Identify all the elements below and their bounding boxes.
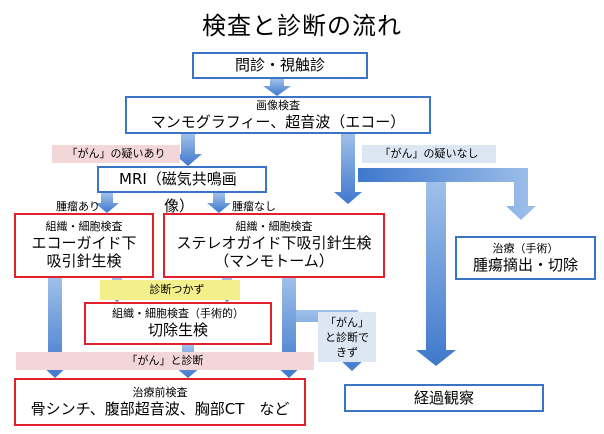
- label-no-suspect-cancer: 「がん」の疑いなし: [362, 145, 496, 163]
- label-tumor-no: 腫瘤なし: [232, 200, 276, 213]
- arrow-echo-pretreatment: [40, 278, 70, 378]
- node-echo-biopsy-caption: 組織・細胞検査: [45, 219, 123, 233]
- node-surgical-biopsy: 組織・細胞検査（手術的） 切除生検: [84, 302, 272, 345]
- arrow-imaging-stereo: [334, 134, 362, 204]
- arrow-imaging-mri: [174, 134, 202, 166]
- node-treatment: 治療（手術） 腫瘍摘出・切除: [455, 236, 596, 280]
- node-pretreatment: 治療前検査 骨シンチ、腹部超音波、胸部CT など: [14, 378, 306, 426]
- label-cannot-diagnose-line-1: 「がん」: [325, 316, 369, 329]
- arrow-mri-echo: [95, 193, 119, 213]
- label-cannot-diagnose-line-3: きず: [336, 346, 358, 359]
- label-suspect-cancer: 「がん」の疑いあり: [52, 145, 180, 163]
- label-cannot-diagnose: 「がん」 と診断で きず: [318, 312, 376, 362]
- node-stereo-biopsy-caption: 組織・細胞検査: [235, 219, 313, 233]
- arrow-no-suspicion-branch: [358, 168, 536, 220]
- node-mri-line-2: 像）: [164, 197, 195, 215]
- page-title: 検査と診断の流れ: [202, 12, 402, 40]
- node-surgical-biopsy-label: 切除生検: [147, 321, 208, 339]
- label-undiagnosed: 診断つかず: [100, 280, 240, 300]
- label-cannot-diagnose-line-2: と診断で: [325, 331, 369, 344]
- label-tumor-yes: 腫瘤あり: [56, 200, 100, 213]
- node-echo-biopsy: 組織・細胞検査 エコーガイド下 吸引針生検: [14, 213, 154, 278]
- node-observation: 経過観察: [344, 384, 544, 412]
- arrow-no-suspicion-down: [416, 182, 456, 366]
- arrow-stereo-pretreatment: [274, 278, 304, 378]
- arrow-mri-stereo: [207, 193, 231, 213]
- node-treatment-caption: 治療（手術）: [492, 241, 559, 255]
- node-echo-biopsy-line-2: 吸引針生検: [46, 252, 122, 271]
- node-imaging-label: マンモグラフィー、超音波（エコー）: [150, 112, 406, 131]
- node-pretreatment-caption: 治療前検査: [132, 385, 188, 399]
- node-interview: 問診・視触診: [192, 52, 368, 79]
- node-echo-biopsy-line-1: エコーガイド下: [31, 233, 137, 252]
- node-mri: MRI（磁気共鳴画: [97, 166, 267, 193]
- node-stereo-biopsy-line-2: （マンモトーム）: [214, 252, 334, 271]
- node-stereo-biopsy: 組織・細胞検査 ステレオガイド下吸引針生検 （マンモトーム）: [163, 213, 385, 278]
- node-treatment-label: 腫瘍摘出・切除: [472, 255, 578, 274]
- node-pretreatment-label: 骨シンチ、腹部超音波、胸部CT など: [30, 399, 290, 418]
- node-surgical-biopsy-caption: 組織・細胞検査（手術的）: [112, 307, 244, 321]
- node-stereo-biopsy-line-1: ステレオガイド下吸引針生検: [176, 233, 372, 252]
- node-imaging: 画像検査 マンモグラフィー、超音波（エコー）: [125, 96, 431, 134]
- arrow-interview-imaging: [263, 79, 291, 96]
- node-mri-line-1: MRI（磁気共鳴画: [119, 170, 237, 189]
- label-diagnosed-cancer: 「がん」と診断: [16, 352, 314, 370]
- node-imaging-caption: 画像検査: [256, 98, 300, 112]
